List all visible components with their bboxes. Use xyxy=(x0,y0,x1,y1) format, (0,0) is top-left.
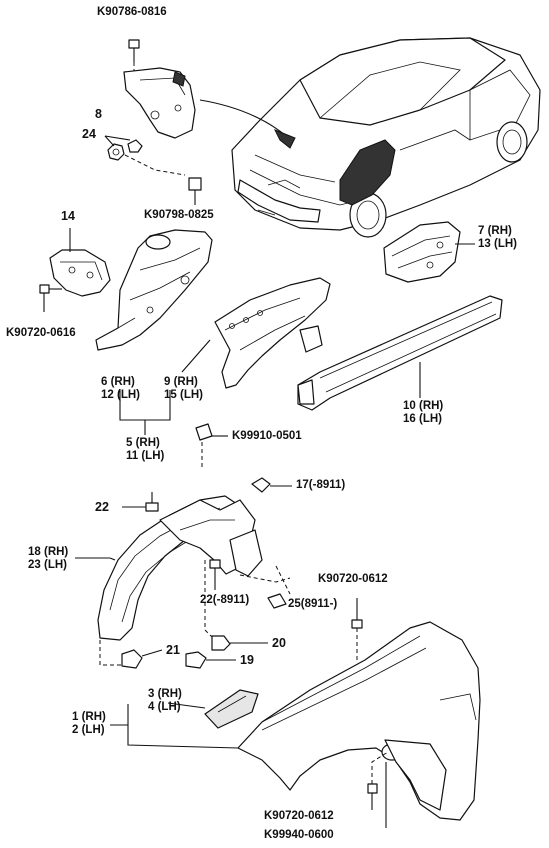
label-part-16: 16 (LH) xyxy=(403,413,442,425)
label-part-10: 10 (RH) xyxy=(403,400,444,412)
bolt-22b xyxy=(209,559,221,590)
label-part-19: 19 xyxy=(240,653,254,667)
label-part-23: 23 (LH) xyxy=(28,559,67,571)
label-part-10-16: 10 (RH) 16 (LH) xyxy=(403,400,443,426)
label-part-1: 1 (RH) xyxy=(72,711,106,723)
label-part-18: 18 (RH) xyxy=(28,546,69,558)
label-part-21: 21 xyxy=(166,643,180,657)
car-illustration xyxy=(231,37,541,238)
label-part-6-12: 6 (RH) 12 (LH) xyxy=(101,376,140,402)
label-part-9-15: 9 (RH) 15 (LH) xyxy=(164,376,203,402)
clip-k99910 xyxy=(195,423,228,470)
label-part-18-23: 18 (RH) 23 (LH) xyxy=(28,546,68,572)
front-fender-1 xyxy=(237,621,481,821)
clip-19 xyxy=(185,651,236,669)
label-part-5: 5 (RH) xyxy=(126,437,160,449)
leader-arrow xyxy=(199,99,286,136)
label-bolt-left: K90720-0616 xyxy=(6,327,76,339)
label-part-3: 3 (RH) xyxy=(148,688,182,700)
apron-9 xyxy=(214,277,331,389)
label-part-22: 22 xyxy=(95,500,109,514)
label-part-15: 15 (LH) xyxy=(164,389,203,401)
guard-3 xyxy=(204,689,259,729)
bolt-22 xyxy=(122,492,159,512)
label-bolt-mid: K90798-0825 xyxy=(144,209,214,221)
label-part-22b: 22(-8911) xyxy=(200,594,250,606)
label-bolt-top: K90786-0816 xyxy=(97,6,167,18)
bracket-7 xyxy=(383,221,461,283)
label-part-12: 12 (LH) xyxy=(101,389,140,401)
nut-24 xyxy=(104,135,143,161)
clip-17 xyxy=(251,477,292,493)
bracket-14 xyxy=(49,228,111,297)
bolt-k90720-left xyxy=(39,284,62,312)
apron-6 xyxy=(95,229,213,351)
label-part-20: 20 xyxy=(272,636,286,650)
bolt-k90798 xyxy=(188,177,202,205)
label-part-14: 14 xyxy=(61,209,75,223)
label-clip-top: K99910-0501 xyxy=(232,430,302,442)
label-part-24: 24 xyxy=(82,127,96,141)
label-part-3-4: 3 (RH) 4 (LH) xyxy=(148,688,182,714)
label-part-25: 25(8911-) xyxy=(288,598,338,610)
bolt-bottom xyxy=(367,751,389,828)
label-part-1-2: 1 (RH) 2 (LH) xyxy=(72,711,106,737)
fender-liner-18 xyxy=(97,495,263,641)
label-part-8: 8 xyxy=(95,107,102,121)
label-part-4: 4 (LH) xyxy=(148,701,181,713)
clip-20 xyxy=(211,635,268,651)
label-part-11: 11 (LH) xyxy=(126,450,165,462)
label-part-7: 7 (RH) xyxy=(478,225,512,237)
label-part-6: 6 (RH) xyxy=(101,376,135,388)
label-bolt-bottom-1: K90720-0612 xyxy=(264,810,334,822)
bolt-k90720-fender xyxy=(351,598,363,660)
label-part-13: 13 (LH) xyxy=(478,238,517,250)
label-part-9: 9 (RH) xyxy=(164,376,198,388)
label-bolt-bottom-2: K99940-0600 xyxy=(264,829,334,841)
label-part-17: 17(-8911) xyxy=(296,479,346,491)
bracket-8 xyxy=(123,67,196,139)
label-bolt-fender: K90720-0612 xyxy=(318,573,388,585)
clip-21 xyxy=(121,649,163,669)
side-member-10 xyxy=(297,295,503,411)
label-part-5-11: 5 (RH) 11 (LH) xyxy=(126,437,164,463)
label-part-2: 2 (LH) xyxy=(72,724,105,736)
label-part-7-13: 7 (RH) 13 (LH) xyxy=(478,225,517,251)
clip-25 xyxy=(267,565,291,609)
